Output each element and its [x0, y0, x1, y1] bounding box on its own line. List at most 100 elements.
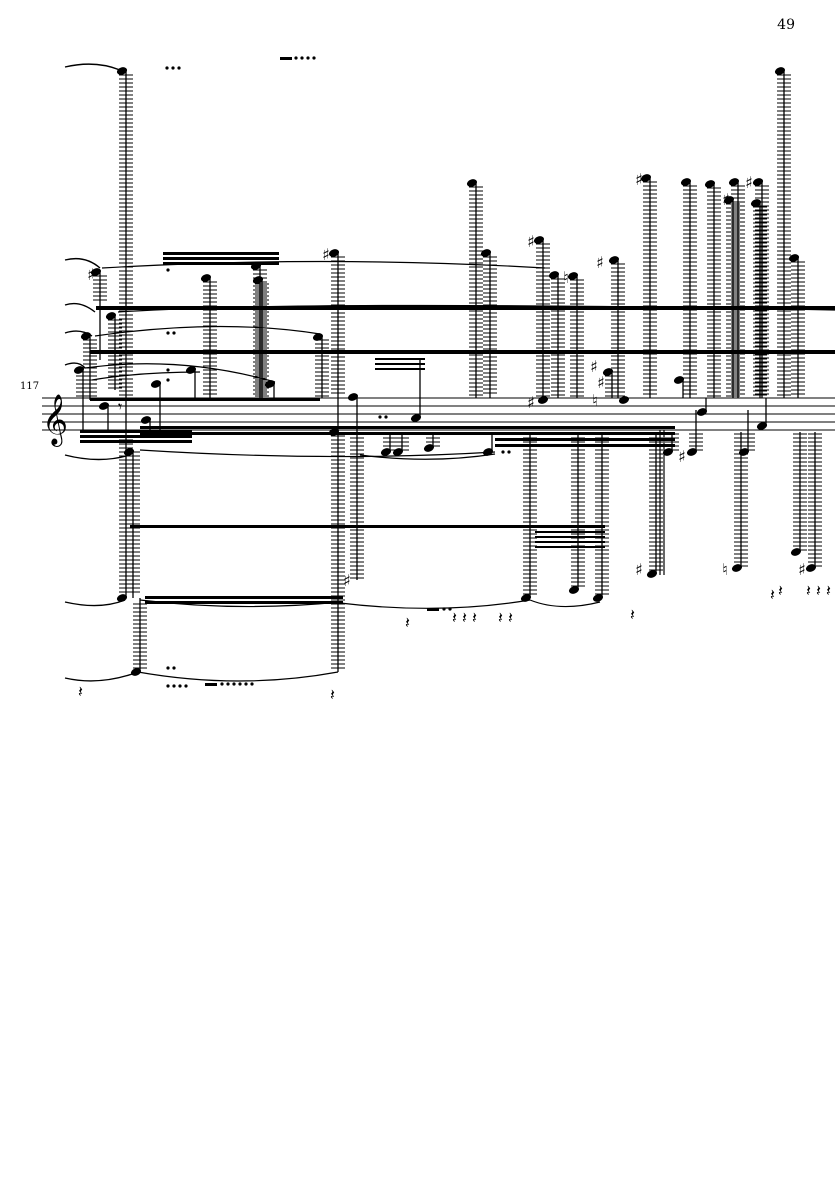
note-head	[731, 564, 743, 572]
note-head	[392, 448, 404, 456]
treble-clef-icon: 𝄞	[42, 394, 68, 447]
rest-icon: 𝄽	[498, 608, 503, 627]
note-head	[116, 594, 128, 602]
note-head	[738, 448, 750, 456]
sharp-icon: ♯	[678, 447, 686, 466]
sharp-icon: ♯	[527, 232, 535, 251]
sharp-icon: ♯	[527, 393, 535, 412]
rest-icon: 𝄽	[778, 581, 783, 600]
note-head	[774, 67, 786, 75]
sharp-icon: ♯	[635, 560, 643, 579]
sharp-icon: ♯	[596, 253, 604, 272]
note-head	[482, 448, 494, 456]
rest-icon: 𝄽	[330, 685, 335, 704]
rest-icon: 𝄽	[806, 581, 811, 600]
eighth-rest-icon: 𝄾	[118, 397, 122, 416]
note-head	[723, 196, 735, 204]
note-head	[347, 393, 359, 401]
sharp-icon: ♯	[798, 560, 806, 579]
dots	[165, 56, 511, 688]
note-head	[662, 448, 674, 456]
note-head	[520, 594, 532, 602]
staff	[42, 397, 835, 431]
note-head	[686, 448, 698, 456]
sharp-icon: ♯	[722, 190, 730, 209]
note-head	[696, 408, 708, 416]
rest-icon: 𝄽	[452, 608, 457, 627]
note-head	[150, 380, 162, 388]
sharp-icon: ♯	[590, 357, 598, 376]
note-head	[618, 396, 630, 404]
note-head	[640, 174, 652, 182]
rest-icon: 𝄽	[630, 605, 635, 624]
note-head	[752, 178, 764, 186]
note-head	[423, 444, 435, 452]
note-head	[328, 428, 340, 436]
sharp-icon: ♯	[322, 245, 330, 264]
rest-icon: 𝄽	[78, 682, 83, 701]
note-head	[608, 256, 620, 264]
natural-icon: ♮	[722, 560, 728, 579]
rest-icon: 𝄽	[816, 581, 821, 600]
note-head	[756, 422, 768, 430]
accidentals: ♯ ♯ ♯ ♮ ♯ ♯ ♯ ♯ ♯ ♯ ♮ ♯ ♯ ♯ ♯ ♮ ♯	[87, 170, 806, 590]
note-head	[328, 249, 340, 257]
note-head	[130, 668, 142, 676]
rest-icon: 𝄽	[462, 608, 467, 627]
note-head	[252, 276, 264, 284]
note-heads	[73, 67, 817, 676]
note-head	[790, 548, 802, 556]
rest-icon: 𝄽	[405, 613, 410, 632]
note-head	[73, 366, 85, 374]
note-head	[105, 312, 117, 320]
note-head	[98, 402, 110, 410]
note-head	[533, 236, 545, 244]
note-head	[200, 274, 212, 282]
note-head	[537, 396, 549, 404]
note-head	[592, 594, 604, 602]
rest-icon: 𝄽	[826, 581, 831, 600]
sharp-icon: ♯	[87, 265, 95, 284]
note-head	[704, 180, 716, 188]
rest-icon: 𝄽	[472, 608, 477, 627]
note-head	[264, 380, 276, 388]
sharp-icon: ♯	[635, 170, 643, 189]
note-head	[673, 376, 685, 384]
note-head	[568, 586, 580, 594]
sharp-icon: ♯	[745, 173, 753, 192]
note-head	[410, 414, 422, 422]
note-head	[750, 199, 762, 207]
bar-lines	[659, 430, 665, 575]
note-head	[80, 332, 92, 340]
slurs	[84, 260, 835, 682]
note-head	[250, 262, 262, 270]
note-head	[480, 249, 492, 257]
sharp-icon: ♯	[343, 571, 351, 590]
natural-icon: ♮	[592, 391, 598, 410]
note-head	[380, 448, 392, 456]
note-head	[116, 67, 128, 75]
note-head	[728, 178, 740, 186]
note-head	[788, 254, 800, 262]
note-head	[90, 268, 102, 276]
rest-icon: 𝄽	[770, 585, 775, 604]
rests: 𝄽 𝄽 𝄽 𝄽 𝄽 𝄽 𝄽 𝄽 𝄽 𝄽 𝄽 𝄽 𝄽 𝄽 𝄾	[78, 397, 831, 704]
note-head	[805, 564, 817, 572]
measure-number: 117	[20, 381, 40, 392]
note-head	[140, 416, 152, 424]
beams	[80, 57, 835, 686]
note-head	[466, 179, 478, 187]
note-head	[602, 368, 614, 376]
rest-icon: 𝄽	[508, 608, 513, 627]
note-head	[567, 272, 579, 280]
note-head	[185, 366, 197, 374]
note-head	[680, 178, 692, 186]
page-number: 49	[777, 17, 795, 33]
note-head	[312, 333, 324, 341]
note-head	[646, 570, 658, 578]
note-head	[548, 271, 560, 279]
note-head	[123, 448, 135, 456]
sharp-icon: ♯	[597, 373, 605, 392]
